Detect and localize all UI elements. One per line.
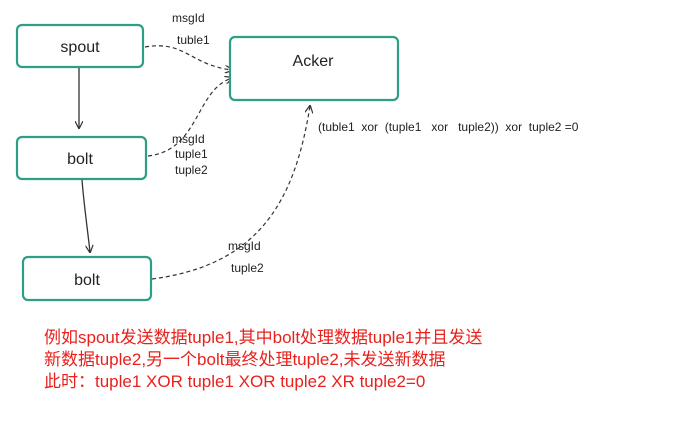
spout-to-acker-arrow — [144, 45, 232, 70]
spout-tuple-label: tuble1 — [177, 33, 210, 47]
caption-line-2: 新数据tuple2,另一个bolt最终处理tuple2,未发送新数据 — [44, 350, 446, 369]
bolt-node-bottom: bolt — [21, 255, 153, 302]
acker-xor-formula: (tuble1 xor (tuple1 xor tuple2)) xor tup… — [318, 120, 579, 134]
spout-node: spout — [15, 23, 145, 69]
acker-node: Acker — [228, 35, 400, 102]
caption-line-3: 此时：tuple1 XOR tuple1 XOR tuple2 XR tuple… — [44, 372, 426, 391]
bolt-bottom-msgid-label: msgId — [228, 239, 261, 253]
bolt-top-msgid-label: msgId — [172, 132, 205, 146]
explanation-caption: 例如spout发送数据tuple1,其中bolt处理数据tuple1并且发送 新… — [44, 327, 482, 393]
bolt-bottom-to-acker-arrow — [151, 106, 310, 280]
bolt-top-to-acker-arrow — [147, 78, 232, 157]
bolt-top-tuple1-label: tuple1 — [175, 147, 208, 161]
spout-label: spout — [60, 39, 100, 56]
bolt-bottom-tuple-label: tuple2 — [231, 261, 264, 275]
bolt-top-tuple2-label: tuple2 — [175, 163, 208, 177]
bolt-top-label: bolt — [67, 151, 93, 168]
bolt-to-bolt-arrow — [81, 179, 90, 252]
bolt-node-top: bolt — [15, 135, 148, 181]
spout-msgid-label: msgId — [172, 11, 205, 25]
bolt-bottom-label: bolt — [74, 272, 100, 289]
acker-label: Acker — [293, 53, 335, 70]
caption-line-1: 例如spout发送数据tuple1,其中bolt处理数据tuple1并且发送 — [44, 328, 483, 347]
